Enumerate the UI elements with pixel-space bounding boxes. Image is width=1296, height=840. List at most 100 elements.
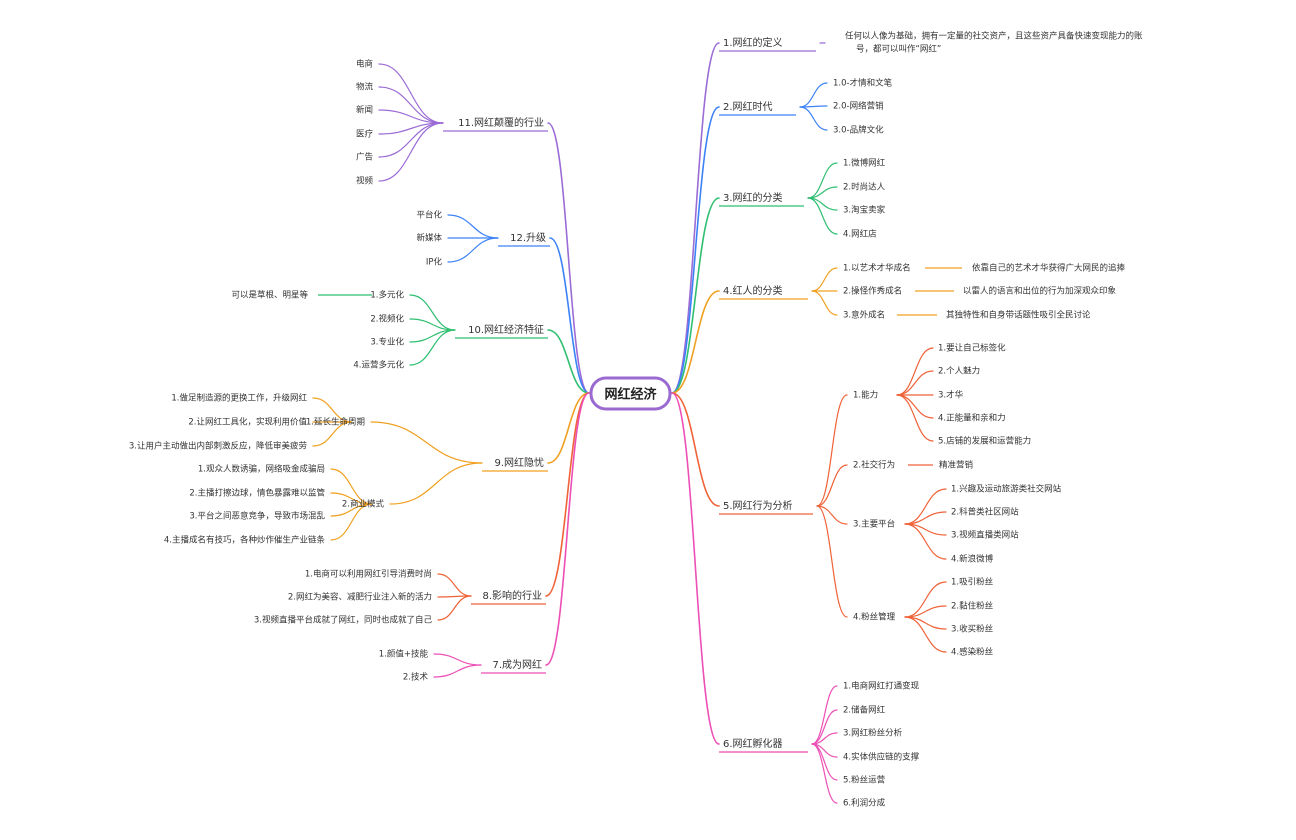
node-b6-4-label[interactable]: 4.实体供应链的支撑 — [843, 752, 920, 763]
connector-b4 — [671, 290, 720, 394]
branch-label-b9[interactable]: 9.网红隐忧 — [494, 456, 544, 469]
node-b9-2-item-2: 2.主播打擦边球，情色暴露难以监管 — [189, 488, 325, 499]
connector-node-b5-1-2 — [896, 370, 934, 396]
connector-node-b9-1 — [370, 421, 483, 464]
connector-node-b8-3 — [437, 595, 472, 621]
node-b4-1-label[interactable]: 1.以艺术才华成名 — [843, 263, 911, 274]
connector-node-b11-5 — [378, 122, 444, 158]
branch-label-b1[interactable]: 1.网红的定义 — [723, 36, 783, 49]
node-b11-4-label[interactable]: 医疗 — [356, 129, 374, 140]
node-b11-6-label[interactable]: 视频 — [356, 176, 374, 187]
node-b11-2-label[interactable]: 物流 — [356, 82, 374, 93]
node-b5-3-item-3: 3.视频直播类网站 — [951, 530, 1019, 541]
connector-b10 — [547, 329, 590, 394]
branch-label-b11[interactable]: 11.网红颠覆的行业 — [458, 116, 544, 129]
node-b7-1-label[interactable]: 1.颜值+技能 — [379, 649, 429, 660]
connector-node-b5-3 — [816, 505, 848, 525]
node-b5-1-item-5: 5.店铺的发展和运营能力 — [938, 436, 1031, 447]
node-b9-2-label[interactable]: 2.商业模式 — [342, 499, 385, 510]
node-b5-4-item-1: 1.吸引粉丝 — [951, 577, 994, 588]
node-b3-3-label[interactable]: 3.淘宝卖家 — [843, 205, 886, 216]
node-b9-2-item-3: 3.平台之间恶意竞争，导致市场混乱 — [189, 511, 325, 522]
connector-node-b4-3 — [811, 290, 838, 316]
node-b8-1-label[interactable]: 1.电商可以利用网红引导消费时尚 — [305, 569, 432, 580]
connector-node-b9-1-3 — [312, 421, 353, 447]
node-b8-3-label[interactable]: 3.视频直播平台成就了网红，同时也成就了自己 — [254, 615, 433, 626]
branch-label-b8[interactable]: 8.影响的行业 — [482, 589, 542, 602]
node-b5-3-item-4: 4.新浪微博 — [951, 554, 994, 565]
node-b2-2-label[interactable]: 2.0-网络营销 — [833, 101, 884, 112]
node-b4-3-label[interactable]: 3.意外成名 — [843, 310, 885, 321]
node-b6-5-label[interactable]: 5.粉丝运营 — [843, 775, 885, 786]
node-b10-3-label[interactable]: 3.专业化 — [370, 337, 404, 348]
connector-node-b2-1 — [799, 82, 828, 108]
connector-node-b5-1-5 — [896, 394, 934, 442]
node-b6-2-label[interactable]: 2.储备网红 — [843, 705, 886, 716]
node-b9-1-label[interactable]: 1.延长生命周期 — [306, 417, 365, 428]
node-b5-4-label[interactable]: 4.粉丝管理 — [853, 612, 896, 623]
connector-node-b2-3 — [799, 106, 828, 131]
branch-label-b10[interactable]: 10.网红经济特征 — [468, 323, 544, 336]
node-b10-1-label[interactable]: 1.多元化 — [370, 290, 404, 301]
node-b5-2-item-1: 精准营销 — [939, 460, 974, 471]
node-b5-1-item-1: 1.要让自己标签化 — [938, 343, 1006, 354]
connector-lines — [312, 42, 962, 804]
node-b5-3-label[interactable]: 3.主要平台 — [853, 519, 895, 530]
connector-node-b10-1 — [409, 294, 456, 331]
connector-node-b5-1-4 — [896, 394, 934, 419]
connector-node-b7-2 — [433, 664, 482, 678]
connector-node-b3-1 — [807, 162, 838, 199]
node-b3-1-label[interactable]: 1.微博网红 — [843, 158, 886, 169]
connector-node-b4-1 — [811, 267, 838, 292]
node-b3-4-label[interactable]: 4.网红店 — [843, 229, 877, 240]
node-b5-3-item-1: 1.兴趣及运动旅游类社交网站 — [951, 484, 1062, 495]
node-b9-1-item-1: 1.做足制造源的更换工作，升级网红 — [171, 393, 307, 404]
root-node[interactable]: 网红经济 — [589, 376, 672, 411]
branch-label-b5[interactable]: 5.网红行为分析 — [723, 499, 793, 512]
node-b12-2-label[interactable]: 新媒体 — [416, 233, 442, 244]
node-b9-1-item-3: 3.让用户主动做出内部刺激反应，降低审美疲劳 — [129, 441, 307, 452]
branch-label-b7[interactable]: 7.成为网红 — [492, 658, 542, 671]
connector-node-b5-1 — [816, 394, 848, 507]
node-b10-2-label[interactable]: 2.视频化 — [370, 314, 404, 325]
node-b2-3-label[interactable]: 3.0-品牌文化 — [833, 125, 884, 136]
connector-b2 — [671, 106, 720, 394]
node-b11-1-label[interactable]: 电商 — [356, 59, 373, 70]
connector-b1 — [671, 42, 720, 394]
branch-label-b3[interactable]: 3.网红的分类 — [723, 191, 783, 204]
node-b8-2-label[interactable]: 2.网红为美容、减肥行业注入新的活力 — [288, 592, 432, 603]
node-b12-1-label[interactable]: 平台化 — [416, 210, 442, 221]
branch-label-b6[interactable]: 6.网红孵化器 — [723, 737, 783, 750]
node-b10-1-detail: 可以是草根、明星等 — [231, 290, 308, 301]
connector-node-b6-1 — [811, 685, 838, 745]
node-b3-2-label[interactable]: 2.时尚达人 — [843, 182, 886, 193]
node-b7-2-label[interactable]: 2.技术 — [403, 672, 429, 683]
node-b5-2-label[interactable]: 2.社交行为 — [853, 460, 895, 471]
connector-node-b9-1-1 — [312, 397, 353, 423]
node-b4-1-detail: 依靠自己的艺术才华获得广大网民的追捧 — [972, 263, 1126, 274]
node-b4-2-label[interactable]: 2.操怪作秀成名 — [843, 286, 902, 297]
connector-node-b11-2 — [378, 86, 444, 124]
node-b6-3-label[interactable]: 3.网红粉丝分析 — [843, 728, 903, 739]
connector-node-b5-4 — [816, 505, 848, 618]
node-b11-5-label[interactable]: 广告 — [356, 152, 373, 163]
branch-label-b4[interactable]: 4.红人的分类 — [723, 284, 783, 297]
connector-node-b11-3 — [378, 109, 444, 124]
node-b11-3-label[interactable]: 新闻 — [356, 105, 373, 116]
node-b12-3-label[interactable]: IP化 — [426, 257, 443, 268]
node-b2-1-label[interactable]: 1.0-才情和文笔 — [833, 78, 893, 89]
connector-b8 — [545, 392, 590, 597]
node-b4-3-detail: 其独特性和自身带话题性吸引全民讨论 — [946, 310, 1091, 321]
node-b6-6-label[interactable]: 6.利润分成 — [843, 798, 886, 809]
node-b10-4-label[interactable]: 4.运营多元化 — [353, 360, 404, 371]
node-b5-4-item-2: 2.黏住粉丝 — [951, 601, 994, 612]
node-b9-1-item-2: 2.让网红工具化，实现利用价值 — [188, 417, 307, 428]
connector-b6 — [671, 392, 720, 745]
connector-node-b5-3-4 — [904, 523, 947, 560]
node-b6-1-label[interactable]: 1.电商网红打通变现 — [843, 681, 920, 692]
node-b5-1-item-4: 4.正能量和亲和力 — [938, 413, 1006, 424]
node-b1-1-label: 任何以人像为基础，拥有一定量的社交资产，且这些资产具备快速变现能力的账 — [845, 31, 1143, 42]
branch-label-b2[interactable]: 2.网红时代 — [723, 100, 773, 113]
node-b5-1-label[interactable]: 1.能力 — [853, 390, 878, 401]
branch-label-b12[interactable]: 12.升级 — [510, 232, 546, 244]
